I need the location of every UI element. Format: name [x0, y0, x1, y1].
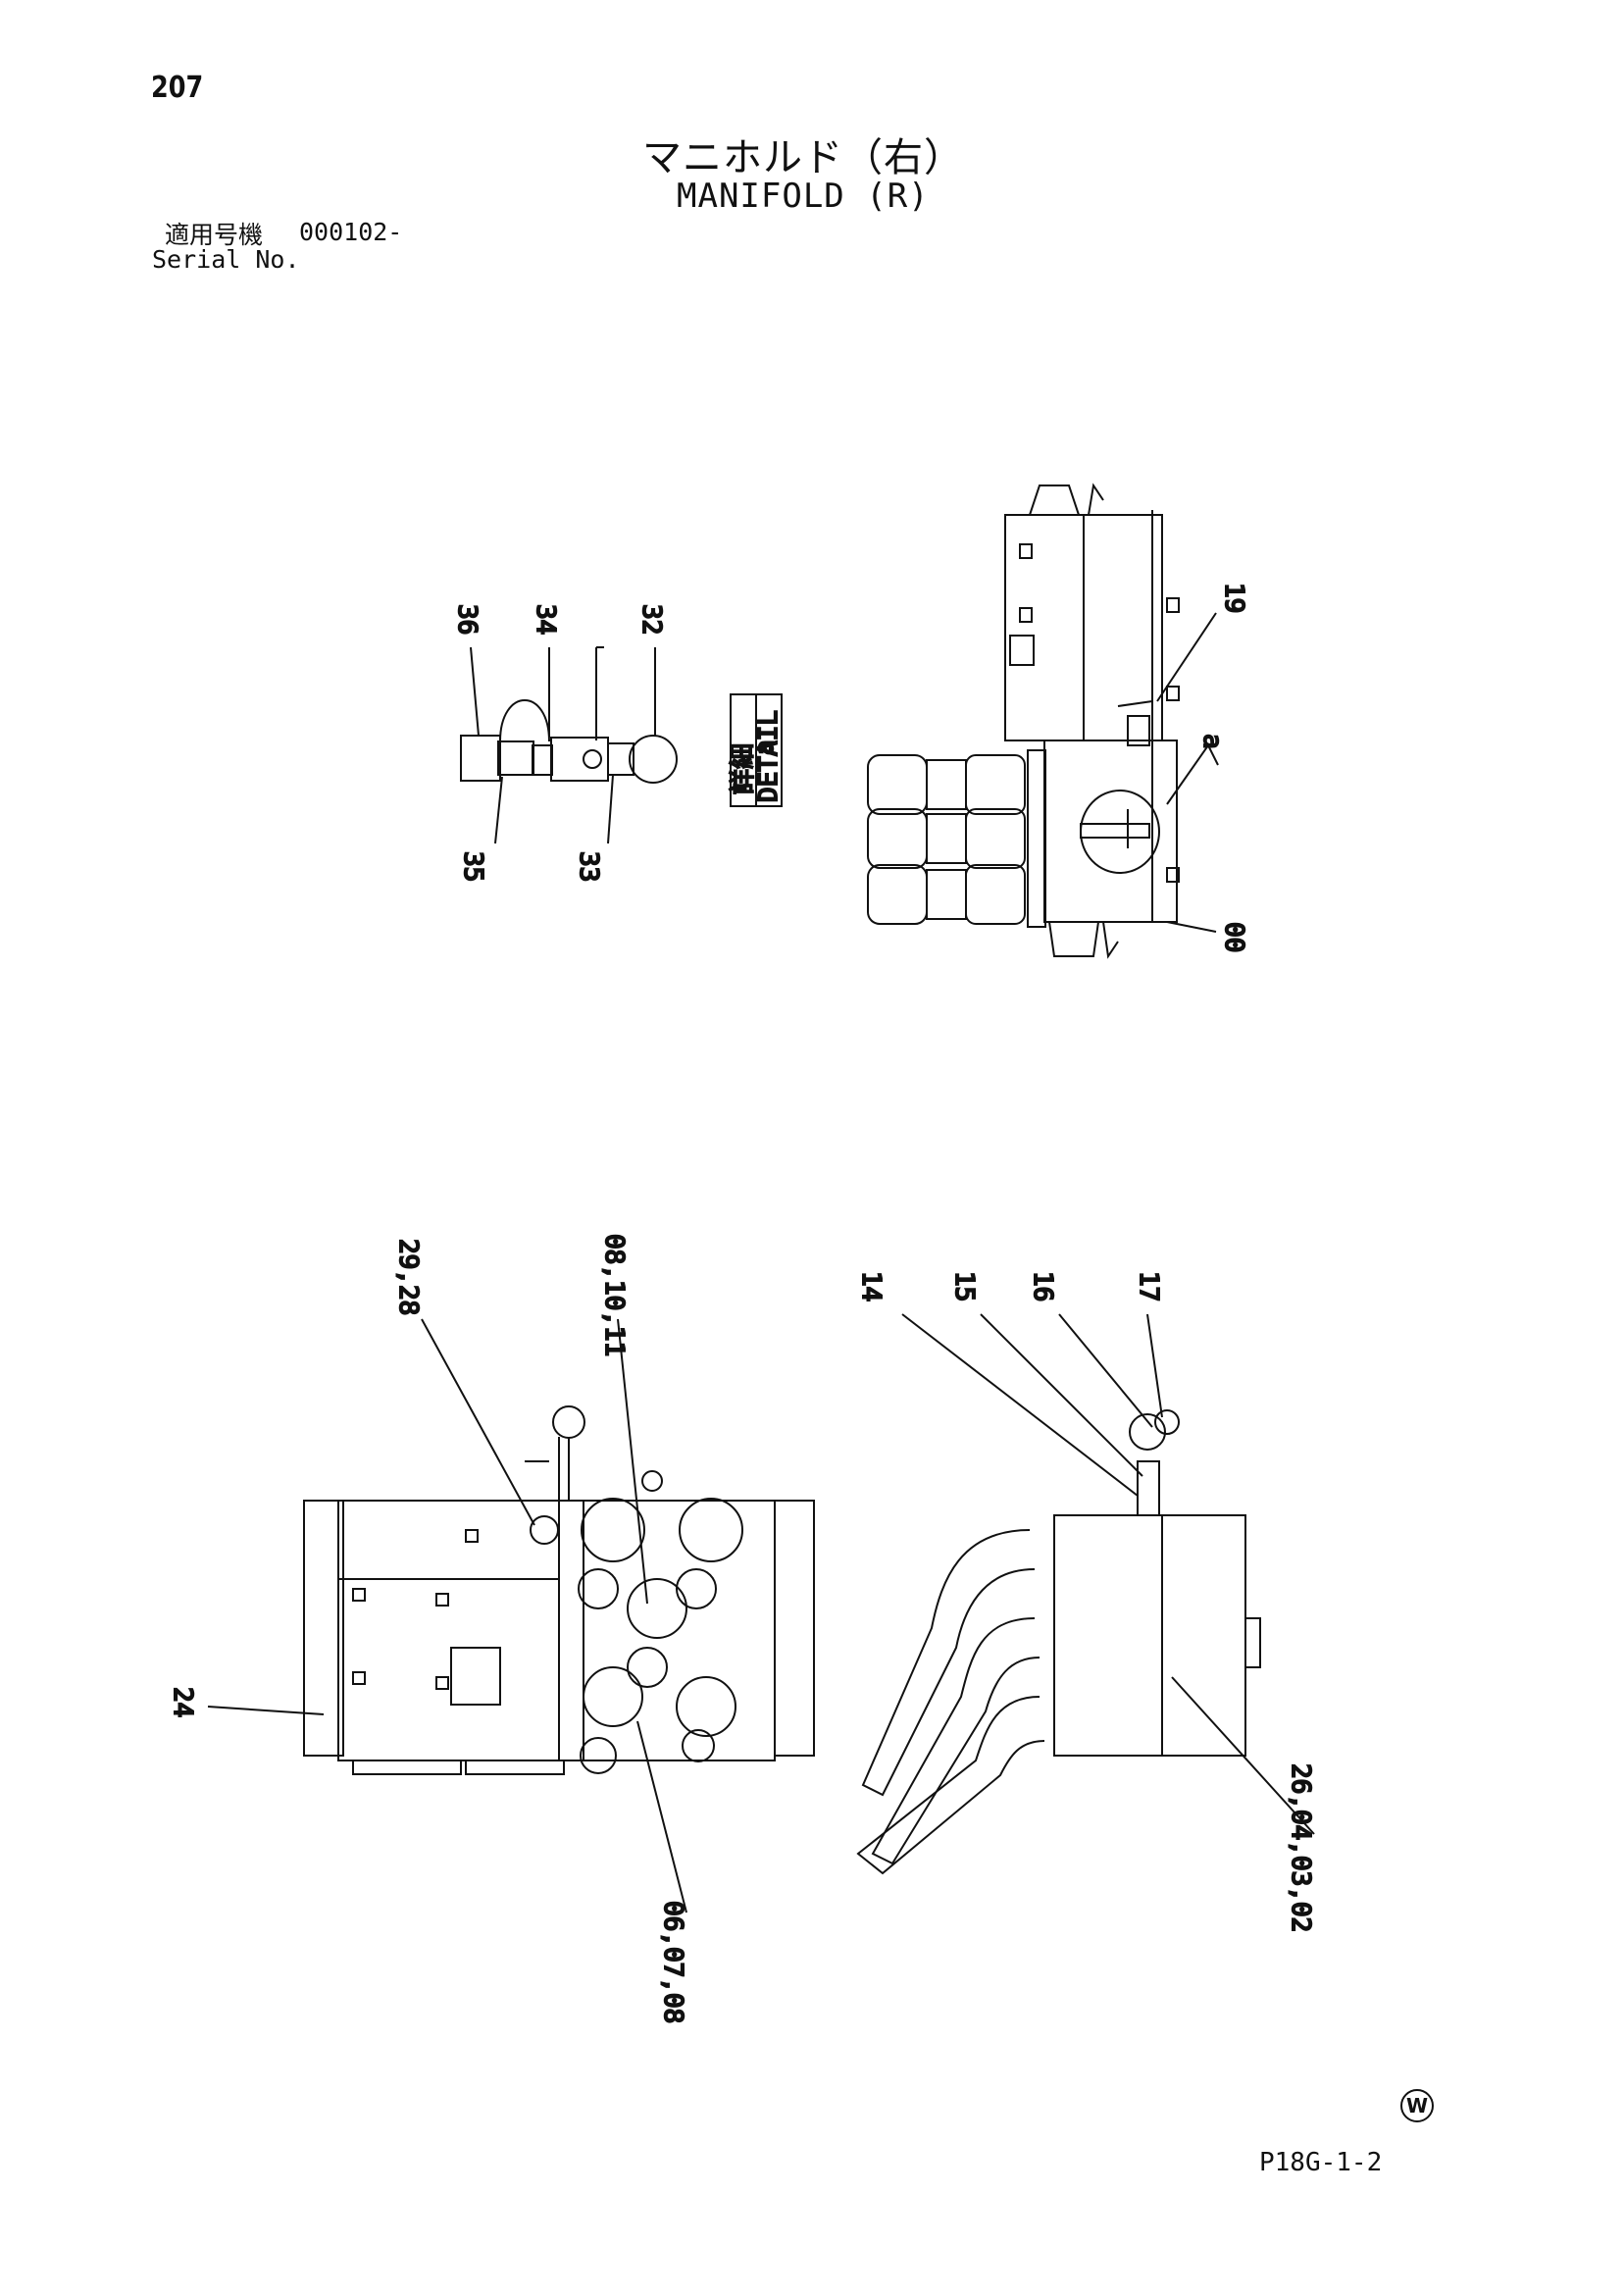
callout-00: 00	[1219, 922, 1248, 952]
detail-box-label-en: DETAIL	[754, 710, 784, 802]
callout-29-28: 29,28	[393, 1239, 423, 1315]
callout-17: 17	[1134, 1271, 1163, 1301]
title-english: MANIFOLD (R)	[677, 177, 930, 216]
callout-08-10-11: 08,10,11	[599, 1234, 629, 1356]
callout-19: 19	[1219, 583, 1248, 613]
callout-14: 14	[856, 1271, 886, 1301]
callout-32: 32	[636, 604, 666, 635]
callout-35: 35	[458, 851, 487, 882]
detail-a-box: a 詳細 DETAIL	[728, 693, 785, 807]
page-number: 207	[151, 71, 204, 105]
callout-06-07-08: 06,07,08	[658, 1901, 687, 2023]
front-view-manifold	[303, 1405, 815, 1775]
detail-box-label-jp: 詳細	[729, 743, 758, 794]
detail-box-letter: a	[750, 740, 780, 755]
top-view-manifold	[867, 483, 1180, 959]
callout-15: 15	[949, 1271, 979, 1301]
callout-33: 33	[574, 851, 603, 882]
reference-code: P18G-1-2	[1259, 2148, 1383, 2177]
w-mark: W	[1400, 2089, 1434, 2122]
serial-label-english: Serial No.	[152, 245, 300, 274]
serial-label-japanese: 適用号機	[165, 221, 264, 249]
side-view-manifold	[856, 1409, 1261, 1875]
detail-a-valve-assembly	[460, 646, 678, 784]
callout-24: 24	[168, 1687, 197, 1717]
callout-a: a	[1197, 734, 1227, 749]
callout-36: 36	[452, 604, 482, 635]
callout-26-04-03-02: 26,04,03,02	[1286, 1763, 1315, 1932]
callout-34: 34	[531, 604, 560, 635]
callout-16: 16	[1028, 1271, 1057, 1301]
serial-value: 000102-	[299, 218, 403, 246]
title-japanese: マニホルド（右）	[642, 135, 964, 180]
